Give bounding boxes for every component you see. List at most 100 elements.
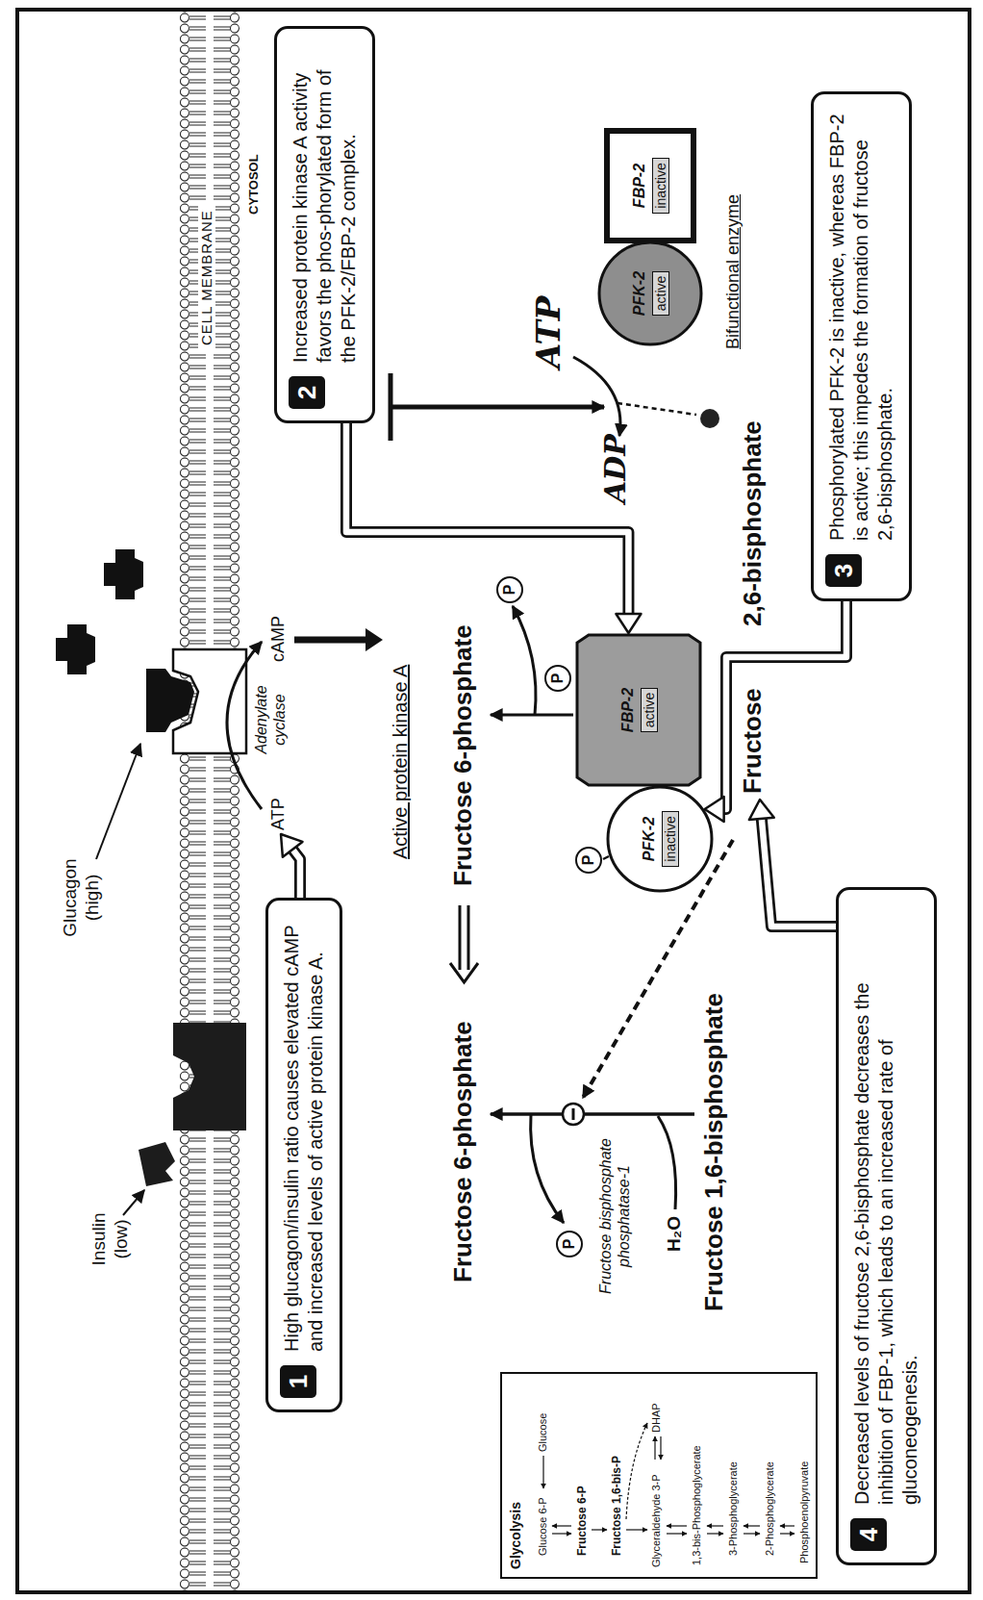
arrow-fill xyxy=(724,601,847,809)
pathway-arrow xyxy=(552,1524,572,1526)
pathway-arrow xyxy=(706,1532,724,1534)
pointer-arrow xyxy=(96,743,141,859)
callout-number: 2 xyxy=(288,376,326,409)
callout-text: Phosphorylated PFK-2 is inactive, wherea… xyxy=(825,109,898,541)
arrow-head xyxy=(615,613,641,633)
arrow-head xyxy=(280,833,303,857)
kinase-arrow xyxy=(390,404,605,410)
enzyme-outline xyxy=(597,240,704,347)
reaction-arrow xyxy=(490,1111,695,1116)
enzyme-outline xyxy=(605,784,714,893)
pathway-step: Fructose 6-P xyxy=(575,1485,589,1556)
pathway-arrow xyxy=(542,1455,544,1488)
metabolite-label: ATP xyxy=(268,797,290,831)
reaction-arrow xyxy=(530,1113,564,1223)
inhibition-sign xyxy=(572,1108,576,1120)
activity-state: active xyxy=(652,271,670,317)
pathway-step: Glyceraldehyde 3-P xyxy=(650,1473,663,1567)
outer-frame xyxy=(17,9,970,1592)
double-arrow-head xyxy=(450,962,479,983)
reaction-arrow xyxy=(657,1115,677,1210)
pfk2-domain: PFK-2inactive xyxy=(605,784,714,893)
pathway-arrow xyxy=(552,1532,572,1534)
pathway-arrow xyxy=(780,1524,795,1526)
pathway-arrow xyxy=(591,1528,607,1530)
arrow-fill xyxy=(346,423,629,614)
handwritten-label: ADP xyxy=(598,433,633,504)
pathway-step: Glucose xyxy=(536,1412,550,1452)
activity-state: inactive xyxy=(652,157,670,213)
pathway-arrow xyxy=(626,1422,648,1519)
fbp2-domain: FBP-2active xyxy=(575,632,703,787)
callout-box: 4 Decreased levels of fructose 2,6-bispho… xyxy=(835,886,937,1565)
pointer-arrow xyxy=(123,1189,145,1215)
enzyme-name: PFK-2 xyxy=(640,816,658,861)
pathway-arrow xyxy=(743,1524,760,1526)
hormone-label: Insulin (low) xyxy=(88,1200,133,1278)
caption-label: Bifunctional enzyme xyxy=(723,194,745,350)
domain-circle xyxy=(599,242,702,345)
enzyme-label: Active protein kinase A xyxy=(388,664,412,859)
hormone-label: Glucagon (high) xyxy=(59,849,104,946)
glycolysis-inset: Glycolysis Glucose 6-P GlucoseFructose 6-P… xyxy=(500,1371,818,1579)
enzyme-label: Adenylate cyclase xyxy=(252,679,289,760)
pathway-step: 3-Phosphoglycerate xyxy=(727,1461,740,1556)
pathway-step: Phosphoenolpyruvate xyxy=(798,1461,811,1563)
phosphate-dot xyxy=(700,408,720,429)
pathway-arrow xyxy=(666,1532,687,1534)
pathway-arrow xyxy=(666,1524,687,1526)
pathway-step: DHAP xyxy=(650,1402,663,1433)
callout-number: 4 xyxy=(850,1517,887,1551)
arrow-head xyxy=(749,799,775,820)
callout-box: 3 Phosphorylated PFK-2 is inactive, where… xyxy=(810,91,912,602)
callout-text: Decreased levels of fructose 2,6-bisphos… xyxy=(850,905,923,1505)
pathway-step: Glucose 6-P xyxy=(536,1496,550,1556)
arrow-outline xyxy=(292,849,301,899)
enzyme-outline xyxy=(604,127,697,244)
enzyme-outline xyxy=(575,632,703,787)
callout-text: High glucagon/insulin ratio causes eleva… xyxy=(279,915,328,1352)
inset-title: Glycolysis xyxy=(507,1501,525,1569)
metabolite-label: H₂O xyxy=(663,1215,686,1252)
callout-box: 2 Increased protein kinase A activity fav… xyxy=(274,25,376,424)
hollow-connector xyxy=(346,423,641,633)
domain-block xyxy=(577,634,701,785)
phosphate-symbol: P xyxy=(575,846,603,874)
pathway-arrow xyxy=(654,1436,656,1460)
enzyme-name: PFK-2 xyxy=(630,271,649,316)
thick-arrow-head xyxy=(365,628,383,652)
callout-pointer xyxy=(280,833,303,899)
phosphate-symbol: P xyxy=(544,664,572,692)
dashed-line xyxy=(617,403,697,415)
insulin-molecule xyxy=(138,1141,176,1186)
metabolite-label: cAMP xyxy=(268,615,290,662)
glucagon-molecule xyxy=(55,624,96,675)
reaction-arrow xyxy=(490,713,574,717)
pathway-arrow xyxy=(706,1524,724,1526)
callout-pointer xyxy=(749,799,837,927)
arrow-outline xyxy=(761,818,837,927)
thick-arrow xyxy=(294,636,368,644)
pfk2-domain: PFK-2active xyxy=(597,240,704,347)
metabolite-label: Fructose 1,6-bisphosphate xyxy=(699,992,730,1311)
metabolite-label: Fructose 6-phosphate xyxy=(448,624,479,886)
pathway-step: Fructose 1,6-bis-P xyxy=(609,1455,624,1556)
cell-membrane-bilayer xyxy=(178,11,241,1590)
pathway-step: 1,3-bis-Phosphoglycerate xyxy=(690,1444,704,1565)
phosphate-symbol: P xyxy=(496,576,524,604)
reaction-arrow xyxy=(512,605,536,715)
handwritten-label: ATP xyxy=(529,296,569,369)
inhibition-sign xyxy=(562,1103,584,1125)
pathway-arrow xyxy=(743,1532,760,1534)
callout-text: Increased protein kinase A activity favo… xyxy=(288,44,361,363)
enzyme-name: FBP-2 xyxy=(619,687,637,732)
pathway-step: 2-Phosphoglycerate xyxy=(763,1461,777,1556)
metabolite-label: Fructose 6-phosphate xyxy=(448,1020,479,1283)
callout-number: 3 xyxy=(825,554,862,587)
double-arrow xyxy=(459,905,469,970)
domain-square xyxy=(606,130,694,241)
fbp2-domain: FBP-2inactive xyxy=(604,127,697,244)
membrane-label: CELL MEMBRANE xyxy=(198,205,216,350)
arrow-fill xyxy=(292,849,301,899)
